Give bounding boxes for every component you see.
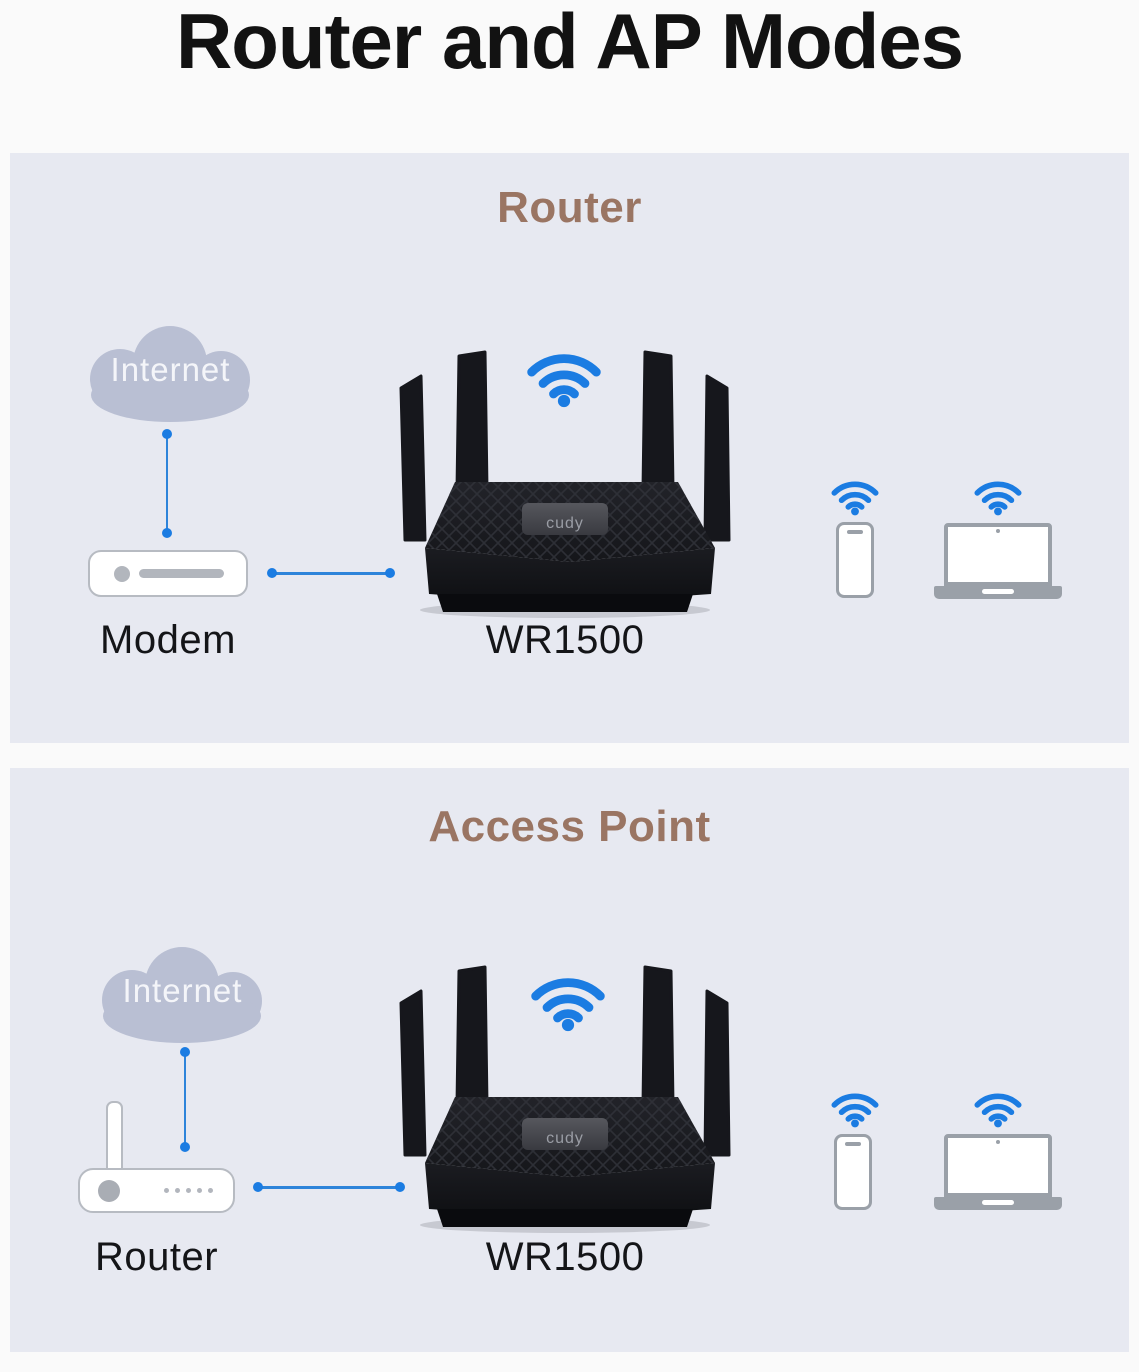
wifi-icon bbox=[970, 1083, 1026, 1128]
router-dot bbox=[208, 1188, 213, 1193]
connection-dot bbox=[385, 568, 395, 578]
phone-icon bbox=[836, 522, 874, 598]
cloud-icon bbox=[102, 947, 262, 1043]
panel-heading: Router bbox=[497, 183, 642, 232]
router-antenna bbox=[106, 1101, 123, 1171]
wifi-icon bbox=[827, 471, 883, 516]
connection-dot bbox=[162, 528, 172, 538]
laptop-icon bbox=[934, 1134, 1062, 1210]
product-label: WR1500 bbox=[485, 618, 645, 662]
connection-line-horizontal bbox=[258, 1186, 400, 1189]
internet-cloud: Internet bbox=[90, 946, 275, 1046]
connection-dot bbox=[253, 1182, 263, 1192]
laptop-notch bbox=[982, 589, 1014, 594]
wifi-icon bbox=[827, 1083, 883, 1128]
connection-dot bbox=[180, 1142, 190, 1152]
panel-heading: Access Point bbox=[428, 802, 711, 851]
laptop-icon bbox=[934, 523, 1062, 599]
laptop-base bbox=[934, 1197, 1062, 1210]
internet-cloud: Internet bbox=[78, 325, 263, 425]
connection-line-horizontal bbox=[272, 572, 390, 575]
router-dot bbox=[197, 1188, 202, 1193]
product-logo: cudy bbox=[546, 1130, 584, 1147]
router-icon bbox=[78, 1168, 235, 1213]
modem-bar bbox=[139, 569, 224, 578]
connection-dot bbox=[162, 429, 172, 439]
cloud-label: Internet bbox=[122, 972, 243, 1009]
wifi-icon bbox=[970, 471, 1026, 516]
modem-icon bbox=[88, 550, 248, 597]
wifi-icon bbox=[520, 338, 608, 408]
wr1500-product-image: cudy bbox=[393, 955, 737, 1235]
connection-dot bbox=[395, 1182, 405, 1192]
router-dot bbox=[164, 1188, 169, 1193]
laptop-screen bbox=[944, 1134, 1052, 1197]
product-logo: cudy bbox=[546, 515, 584, 532]
wr1500-product-image: cudy bbox=[393, 340, 737, 620]
connection-dot bbox=[267, 568, 277, 578]
laptop-screen bbox=[944, 523, 1052, 586]
product-label: WR1500 bbox=[485, 1235, 645, 1279]
laptop-base bbox=[934, 586, 1062, 599]
router-led bbox=[98, 1179, 120, 1202]
phone-speaker bbox=[845, 1142, 861, 1146]
laptop-camera bbox=[996, 529, 1000, 533]
access-point-mode-panel: Access Point Internet bbox=[10, 768, 1129, 1352]
phone-speaker bbox=[847, 530, 863, 534]
router-mode-panel: Router Internet Modem bbox=[10, 153, 1129, 743]
connection-line-vertical bbox=[183, 1052, 186, 1147]
connection-line-vertical bbox=[165, 434, 168, 533]
cloud-label: Internet bbox=[110, 351, 231, 388]
source-device-label: Modem bbox=[100, 618, 236, 662]
modem-led bbox=[114, 565, 130, 582]
page-title: Router and AP Modes bbox=[175, 0, 964, 85]
laptop-notch bbox=[982, 1200, 1014, 1205]
wifi-icon bbox=[524, 962, 612, 1032]
router-dot bbox=[186, 1188, 191, 1193]
connection-dot bbox=[180, 1047, 190, 1057]
phone-icon bbox=[834, 1134, 872, 1210]
laptop-camera bbox=[996, 1140, 1000, 1144]
cloud-icon bbox=[90, 326, 250, 422]
source-device-label: Router bbox=[94, 1235, 219, 1279]
router-dot bbox=[175, 1188, 180, 1193]
